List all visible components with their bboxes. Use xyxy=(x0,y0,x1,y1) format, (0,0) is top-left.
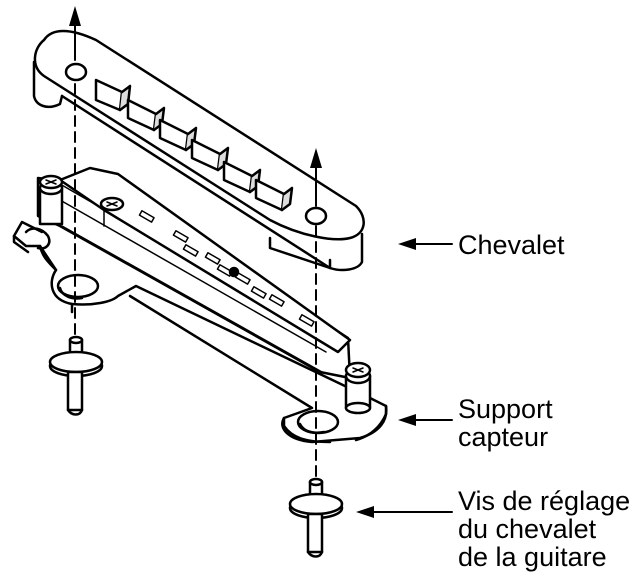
adjustment-screw-left xyxy=(48,335,104,416)
bridge xyxy=(32,29,365,272)
pickup-slots xyxy=(138,210,315,327)
bridge-hole-left xyxy=(64,62,88,82)
pickup-screw-left xyxy=(38,174,64,226)
label-support-line2: capteur xyxy=(458,422,548,452)
pickup-support-plate xyxy=(12,220,388,444)
label-support-line1: Support xyxy=(458,394,553,424)
label-screws-line2: du chevalet xyxy=(458,514,597,544)
leader-arrows xyxy=(356,238,453,518)
bridge-hole-right xyxy=(304,206,328,226)
adjustment-screw-right xyxy=(288,477,344,558)
assembly-axes xyxy=(69,6,322,477)
label-bridge: Chevalet xyxy=(458,230,565,260)
bridge-saddles xyxy=(94,78,294,212)
pickup-screw-right xyxy=(344,361,372,415)
label-screws-line1: Vis de réglage xyxy=(458,486,630,516)
plate-hole-left xyxy=(56,273,100,299)
pickup-screw-middle xyxy=(99,196,125,212)
pickup-bar xyxy=(36,166,372,415)
label-screws-line3: de la guitare xyxy=(458,542,607,572)
